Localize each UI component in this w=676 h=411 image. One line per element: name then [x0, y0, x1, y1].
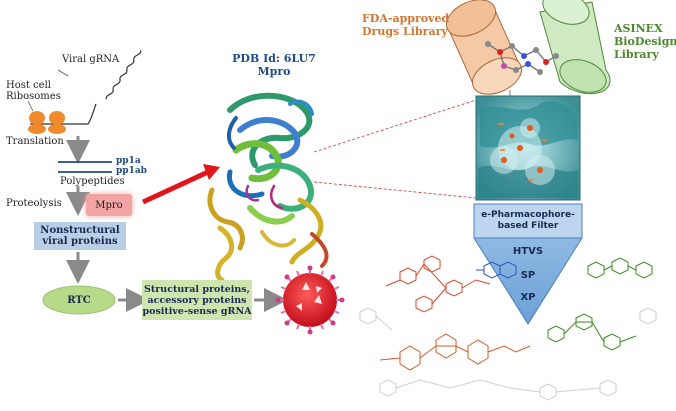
viral-grna-label: Viral gRNA [62, 54, 120, 65]
host-ribosomes-label: Host cell Ribosomes [6, 80, 61, 102]
pdb-name-label: Mpro [257, 65, 291, 78]
hit-molecules-orange [385, 255, 491, 313]
hit-molecules-green [547, 257, 653, 351]
hit-molecules-orange-2 [379, 333, 531, 371]
funnel-step-xp: XP [520, 291, 536, 303]
proteolysis-label: Proteolysis [6, 198, 62, 209]
nonstructural-proteins-box: Nonstructural viral proteins [34, 222, 126, 250]
translation-label: Translation [6, 136, 64, 147]
zoom-line-bottom [313, 181, 477, 199]
funnel-step-sp: SP [520, 269, 536, 281]
zoom-line-top [313, 99, 477, 153]
hit-molecules-blue [476, 261, 517, 279]
structural-proteins-box: Structural proteins, accessory proteins … [142, 280, 252, 320]
rtc-ellipse [42, 285, 116, 315]
fda-library-cylinder [445, 0, 523, 95]
pdb-id-label: PDB Id: 6LU7 [232, 52, 316, 65]
pp1a-label: pp1a [116, 156, 141, 166]
polypeptides-label: Polypeptides [60, 176, 125, 187]
ribosome-icons [28, 111, 66, 134]
viral-grna-coil [30, 50, 142, 125]
asinex-library-cylinder [539, 0, 611, 95]
pp1ab-label: pp1ab [116, 166, 147, 176]
red-arrow [141, 169, 210, 205]
rtc-label: RTC [67, 294, 91, 306]
mpro-protein-structure [207, 92, 329, 283]
mpro-box: Mpro [86, 194, 132, 216]
fda-library-label: FDA-approved Drugs Library [362, 12, 450, 38]
ribosome-pointer [27, 100, 34, 112]
asinex-library-label: ASINEX BioDesign Library [614, 22, 676, 61]
filter-title: e-Pharmacophore- based Filter [481, 210, 575, 231]
ligand-molecule-3d [485, 41, 559, 75]
grna-pointer [57, 69, 69, 77]
funnel-step-htvs: HTVS [512, 245, 544, 257]
red-arrow-head [203, 164, 220, 180]
filter-header [473, 203, 583, 239]
virion-icon [275, 265, 345, 335]
binding-pocket-image [475, 95, 581, 201]
faded-molecules [359, 307, 657, 401]
